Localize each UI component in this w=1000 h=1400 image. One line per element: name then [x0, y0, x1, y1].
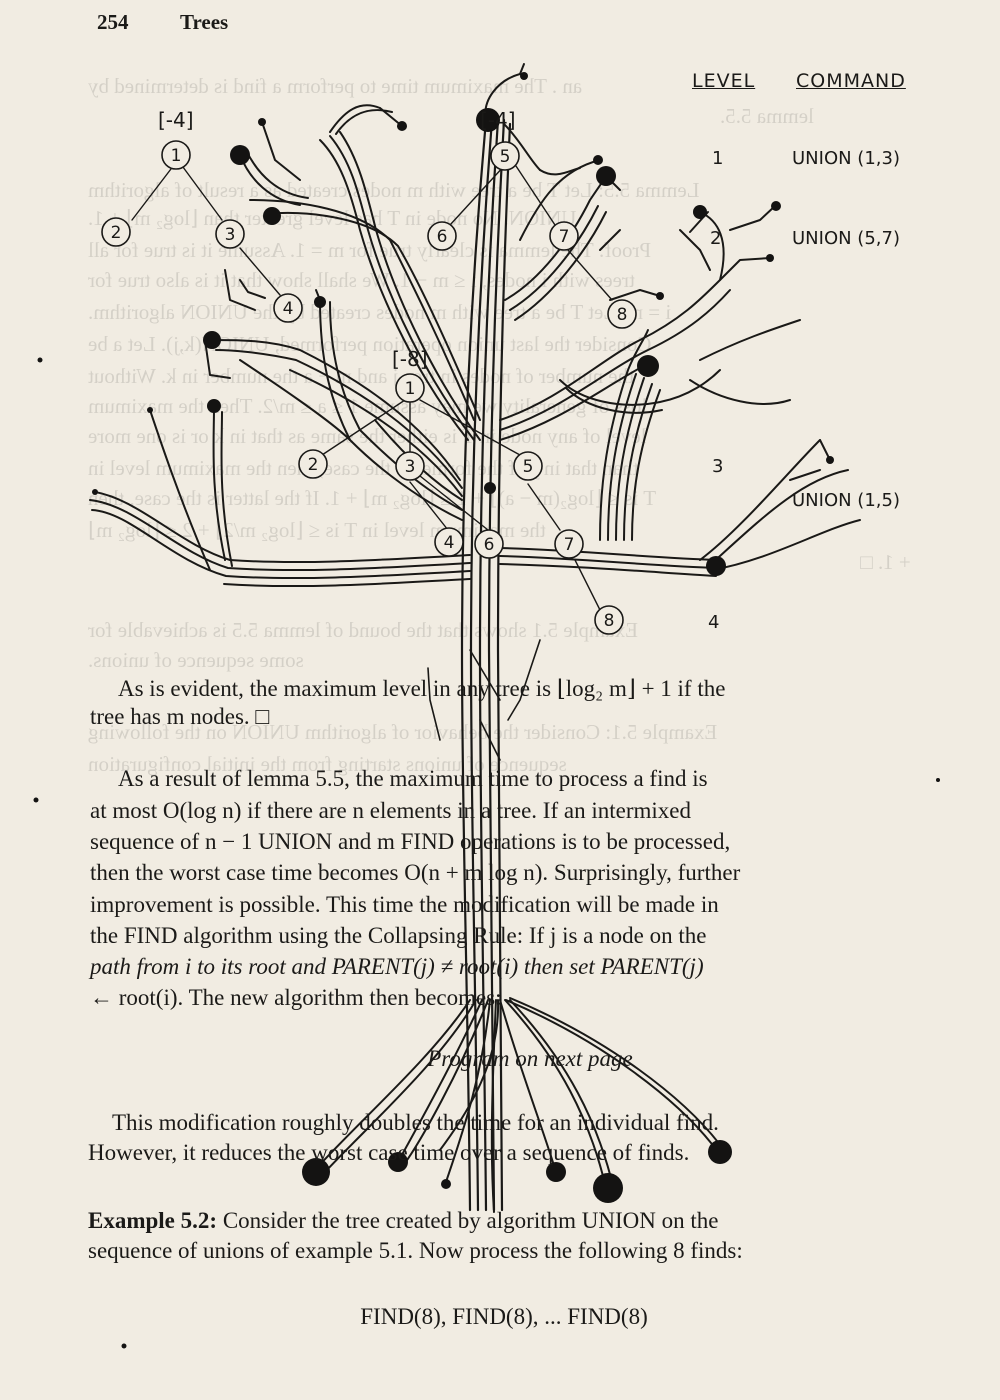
paragraph-line: tree has m nodes. □: [90, 704, 269, 730]
paragraph-line: sequence of n − 1 UNION and m FIND opera…: [90, 829, 730, 855]
tree-b-node: 6: [428, 222, 456, 250]
node-label: 7: [564, 535, 575, 555]
level-column-header: LEVEL: [692, 70, 755, 92]
command-column-header: COMMAND: [796, 70, 906, 92]
tree-c-node: 8: [595, 606, 623, 634]
node-label: 8: [604, 611, 615, 631]
tree-b-node: 5: [491, 142, 519, 170]
paragraph-line: improvement is possible. This time the m…: [90, 892, 719, 918]
node-label: 2: [111, 223, 122, 243]
tree-a-node: 2: [102, 218, 130, 246]
tree-a-node: 4: [274, 294, 302, 322]
node-label: 5: [523, 457, 534, 477]
command-value: UNION (1,5): [792, 490, 900, 511]
example-label: Example 5.2:: [88, 1208, 217, 1233]
paragraph-line: at most O(log n) if there are n elements…: [90, 798, 691, 824]
tree-c-node: 2: [299, 450, 327, 478]
tree-a-node: 1: [162, 141, 190, 169]
paragraph-line: ← root(i). The new algorithm then become…: [90, 985, 502, 1011]
command-value: UNION (5,7): [792, 228, 900, 249]
node-label: 1: [171, 146, 182, 166]
tree-c-node: 7: [555, 530, 583, 558]
tree-c-weight: [-8]: [392, 347, 428, 371]
paragraph-line: the FIND algorithm using the Collapsing …: [90, 923, 706, 949]
program-note: Program on next page: [30, 1046, 1000, 1072]
node-label: 3: [225, 225, 236, 245]
tree-a-weight: [-4]: [158, 108, 194, 132]
example-text: Consider the tree created by algorithm U…: [217, 1208, 718, 1233]
diagram-connectors: [132, 163, 612, 610]
node-label: 4: [283, 299, 294, 319]
node-label: 4: [444, 533, 455, 553]
example-line: sequence of unions of example 5.1. Now p…: [88, 1238, 743, 1264]
paragraph-line: As is evident, the maximum level in any …: [118, 676, 725, 702]
paragraph-line: path from i to its root and PARENT(j) ≠ …: [90, 954, 704, 980]
paragraph-line: As a result of lemma 5.5, the maximum ti…: [118, 766, 708, 792]
level-value: 4: [708, 612, 719, 633]
level-value: 1: [712, 148, 723, 169]
node-label: 5: [500, 147, 511, 167]
node-label: 8: [617, 305, 628, 325]
tree-c-node: 6: [475, 530, 503, 558]
tree-b-node: 7: [550, 222, 578, 250]
node-label: 1: [405, 379, 416, 399]
tree-b-node: 8: [608, 300, 636, 328]
node-label: 6: [437, 227, 448, 247]
branch-left-upper: [205, 105, 480, 520]
paragraph-line: However, it reduces the worst case time …: [88, 1140, 689, 1166]
node-label: 3: [405, 457, 416, 477]
paragraph-line: This modification roughly doubles the ti…: [112, 1110, 719, 1136]
paragraph-line: then the worst case time becomes O(n + m…: [90, 860, 740, 886]
tree-c-node: 3: [396, 452, 424, 480]
example-line: Example 5.2: Consider the tree created b…: [88, 1208, 718, 1234]
node-label: 6: [484, 535, 495, 555]
tree-a-node: 3: [216, 220, 244, 248]
find-sequence: FIND(8), FIND(8), ... FIND(8): [4, 1304, 1000, 1330]
tree-b-weight: [-4]: [480, 108, 516, 132]
tree-c-node: 4: [435, 528, 463, 556]
tree-c-node: 1: [396, 374, 424, 402]
command-value: UNION (1,3): [792, 148, 900, 169]
node-label: 2: [308, 455, 319, 475]
tree-roots: [315, 998, 724, 1212]
tree-c-node: 5: [514, 452, 542, 480]
level-value: 3: [712, 456, 723, 477]
node-label: 7: [559, 227, 570, 247]
level-value: 2: [710, 228, 721, 249]
